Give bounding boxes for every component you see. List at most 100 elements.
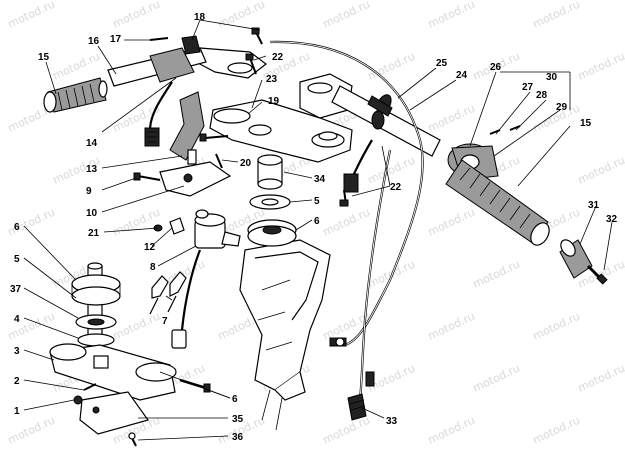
callout-27: 27	[522, 82, 534, 93]
watermark-text: motod.ru	[576, 362, 625, 395]
callout-37: 37	[10, 284, 22, 295]
watermark-text: motod.ru	[471, 258, 522, 291]
callout-22-lower: 22	[390, 182, 402, 193]
washer-4	[77, 333, 115, 347]
watermark-text: motod.ru	[321, 206, 372, 239]
callout-5-mid: 5	[314, 196, 320, 207]
callout-20: 20	[240, 158, 252, 169]
callout-8: 7	[162, 316, 168, 327]
callout-22-upper: 22	[272, 52, 284, 63]
callout-35: 35	[232, 414, 244, 425]
bolt-19	[199, 133, 229, 142]
upper-triple-clamp	[209, 99, 353, 163]
screw-2	[83, 383, 97, 391]
screw-20	[215, 153, 223, 169]
callout-15-left: 15	[38, 52, 50, 63]
washer-5	[249, 194, 291, 210]
callout-29: 29	[556, 102, 568, 113]
bolt-18	[251, 27, 263, 45]
callout-21: 21	[88, 228, 100, 239]
screw-28	[509, 125, 521, 131]
callout-10: 9	[86, 186, 92, 197]
callout-30: 30	[546, 72, 558, 83]
watermark-text: motod.ru	[216, 0, 267, 31]
callout-25: 25	[436, 58, 448, 69]
callout-23: 23	[266, 74, 278, 85]
seal-37	[75, 314, 117, 330]
right-handlebar	[331, 85, 441, 157]
callout-31: 31	[588, 200, 600, 211]
watermark-text: motod.ru	[111, 206, 162, 239]
frame-headstock	[239, 239, 331, 431]
watermark-text: motod.ru	[471, 362, 522, 395]
bracket-assembly	[159, 91, 232, 197]
callout-4: 4	[14, 314, 20, 325]
callout-26: 26	[490, 62, 502, 73]
callout-18: 18	[194, 12, 206, 23]
watermark-text: motod.ru	[111, 310, 162, 343]
right-clipon-mount	[299, 73, 353, 119]
screw-1	[73, 395, 83, 405]
watermark-text: motod.ru	[321, 0, 372, 31]
watermark-text: motod.ru	[426, 0, 477, 31]
callout-16: 16	[88, 36, 100, 47]
callout-3: 3	[14, 346, 20, 357]
steering-nut-34	[257, 154, 283, 190]
callout-6-left: 6	[14, 222, 20, 233]
cable-boot-33	[347, 393, 367, 421]
callout-28: 28	[536, 90, 548, 101]
callout-12: 12	[144, 242, 156, 253]
callout-34: 34	[314, 174, 326, 185]
right-grip	[445, 159, 550, 246]
ignition-lock	[171, 209, 241, 349]
callout-2: 2	[14, 376, 20, 387]
leader-lines	[23, 19, 613, 441]
callout-5-left: 5	[14, 254, 20, 265]
ignition-keys	[149, 271, 187, 315]
watermark-text: motod.ru	[426, 310, 477, 343]
watermark-text: motod.ru	[426, 414, 477, 447]
bolt-22-upper	[245, 53, 257, 75]
bar-end-screw	[586, 264, 608, 285]
watermark-text: motod.ru	[51, 50, 102, 83]
callout-9: 8	[150, 262, 156, 273]
watermark-text: motod.ru	[426, 206, 477, 239]
left-grip	[43, 77, 108, 113]
throttle-cables	[269, 40, 424, 401]
watermark-text: motod.ru	[426, 102, 477, 135]
watermark-text: motod.ru	[366, 50, 417, 83]
left-switch-housing	[149, 35, 201, 83]
callout-11: 10	[86, 208, 98, 219]
callout-33: 33	[386, 416, 398, 427]
bar-end-weight	[559, 239, 593, 279]
watermark-text: motod.ru	[111, 0, 162, 31]
watermark-text: motod.ru	[321, 414, 372, 447]
callout-19: 19	[268, 96, 280, 107]
screw-36	[128, 432, 137, 447]
right-switch-wiring	[343, 139, 373, 193]
bearing-6-lower	[71, 274, 121, 306]
callout-32: 32	[606, 214, 618, 225]
watermark-text: motod.ru	[6, 0, 57, 31]
callout-6-mid: 6	[314, 216, 320, 227]
callout-1: 1	[14, 406, 20, 417]
bolt-7	[179, 378, 211, 393]
callout-17: 17	[110, 34, 122, 45]
callout-36: 36	[232, 432, 244, 443]
watermark-text: motod.ru	[576, 154, 625, 187]
watermark-text: motod.ru	[531, 0, 582, 31]
bearing-6-upper	[247, 219, 297, 247]
watermark-text: motod.ru	[576, 50, 625, 83]
callout-14: 14	[86, 138, 98, 149]
watermark-text: motod.ru	[6, 414, 57, 447]
callout-13: 13	[86, 164, 98, 175]
left-switch-wiring	[144, 81, 173, 147]
lower-triple-clamp	[49, 343, 177, 401]
callout-24: 24	[456, 70, 468, 81]
lower-cover-plate	[79, 391, 149, 435]
callout-labels: 15 16 17 18 22 14 23 19 20 13 9 10 21 12…	[10, 12, 618, 443]
clip-12	[169, 217, 185, 235]
watermark-text: motod.ru	[531, 310, 582, 343]
bolt-10	[133, 172, 161, 181]
